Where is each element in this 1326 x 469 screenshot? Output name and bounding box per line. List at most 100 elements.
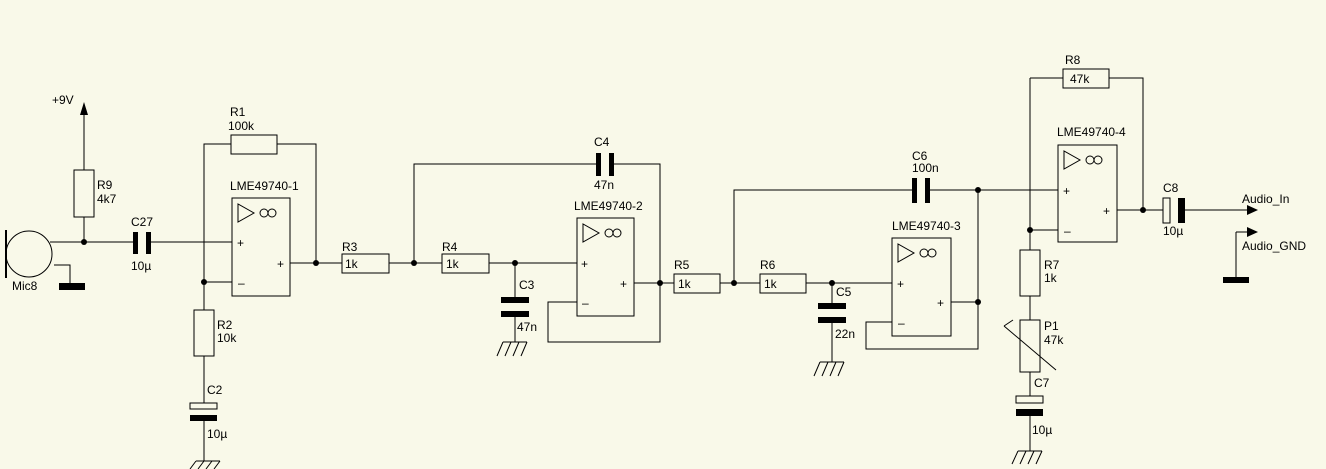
capacitor-c2: C2 10µ <box>189 383 227 441</box>
potentiometer-name: P1 <box>1044 319 1059 333</box>
output-signal-label: Audio_In <box>1242 192 1289 206</box>
opamp-plus: + <box>237 236 244 250</box>
resistor-r7: R7 1k <box>1019 249 1060 297</box>
junction <box>975 187 981 193</box>
opamp-name: LME49740-2 <box>574 199 643 213</box>
ground-icon <box>189 460 221 469</box>
opamp-plus: + <box>1063 184 1070 198</box>
resistor-value: 47k <box>1070 72 1090 86</box>
junction <box>1140 207 1146 213</box>
resistor-r3: R3 1k <box>341 240 390 274</box>
capacitor-name: C8 <box>1163 181 1179 195</box>
junction <box>313 260 319 266</box>
power-label: +9V <box>52 93 74 107</box>
resistor-value: 1k <box>446 257 460 271</box>
opamp-name: LME49740-4 <box>1057 125 1126 139</box>
junction <box>975 299 981 305</box>
opamp-minus: – <box>582 296 589 310</box>
opamp-name: LME49740-3 <box>892 219 961 233</box>
resistor-r8: R8 47k <box>1062 53 1110 89</box>
capacitor-name: C7 <box>1034 376 1050 390</box>
resistor-r4: R4 1k <box>441 240 490 274</box>
resistor-r5: R5 1k <box>673 258 721 294</box>
opamp-u1: LME49740-1 + – + <box>230 179 299 297</box>
capacitor-value: 22n <box>835 327 855 341</box>
output-ground-label: Audio_GND <box>1242 239 1306 253</box>
capacitor-name: C3 <box>519 278 535 292</box>
resistor-name: R5 <box>674 258 690 272</box>
resistor-value: 10k <box>217 331 237 345</box>
junctions <box>81 187 1146 305</box>
capacitor-value: 47n <box>594 178 614 192</box>
capacitor-value: 10µ <box>131 259 151 273</box>
resistor-r6: R6 1k <box>759 258 807 294</box>
junction <box>1027 227 1033 233</box>
resistor-r9: R9 4k7 <box>73 169 117 218</box>
opamp-u4: LME49740-4 + – + <box>1057 125 1126 243</box>
capacitor-value: 100n <box>912 161 939 175</box>
capacitor-name: C5 <box>836 285 852 299</box>
opamp-u2: LME49740-2 + – + <box>574 199 643 317</box>
output-connectors: Audio_In Audio_GND <box>1242 192 1306 253</box>
capacitor-name: C27 <box>131 215 153 229</box>
potentiometer-p1: P1 47k <box>1003 319 1064 373</box>
junction <box>81 239 87 245</box>
microphone: Mic8 <box>5 230 53 293</box>
resistor-r1: R1 100k <box>228 105 278 155</box>
capacitor-value: 10µ <box>207 427 227 441</box>
opamp-u3: LME49740-3 + – + <box>891 219 961 337</box>
resistor-name: R9 <box>97 178 113 192</box>
capacitor-c4: C4 47n <box>594 135 614 192</box>
resistor-value: 100k <box>228 119 255 133</box>
capacitor-c7: C7 10µ <box>1015 376 1052 437</box>
resistor-name: R6 <box>760 258 776 272</box>
resistor-name: R8 <box>1065 53 1081 67</box>
capacitor-c27: C27 10µ <box>131 215 153 273</box>
opamp-out: + <box>277 257 284 271</box>
opamp-minus: – <box>238 276 245 290</box>
capacitor-value: 10µ <box>1032 423 1052 437</box>
resistor-value: 1k <box>345 257 359 271</box>
opamp-plus: + <box>897 277 904 291</box>
junction <box>657 280 663 286</box>
capacitor-c5: C5 22n <box>818 285 855 341</box>
resistor-value: 4k7 <box>97 192 117 206</box>
capacitor-name: C6 <box>912 149 928 163</box>
capacitor-value: 10µ <box>1163 224 1183 238</box>
resistor-name: R1 <box>230 105 246 119</box>
opamp-out: + <box>620 277 627 291</box>
potentiometer-value: 47k <box>1044 333 1064 347</box>
opamp-out: + <box>937 296 944 310</box>
resistor-name: R7 <box>1044 258 1060 272</box>
resistor-r2: R2 10k <box>193 309 237 357</box>
junction <box>411 260 417 266</box>
arrow-right-icon <box>1247 205 1258 215</box>
power-supply: +9V <box>52 93 88 115</box>
opamp-minus: – <box>1064 224 1071 238</box>
junction <box>512 260 518 266</box>
junction <box>731 280 737 286</box>
arrow-right-icon <box>1247 227 1258 237</box>
resistor-name: R2 <box>217 318 233 332</box>
capacitor-c6: C6 100n <box>912 149 939 203</box>
capacitor-value: 47n <box>517 320 537 334</box>
resistor-name: R3 <box>342 240 358 254</box>
opamp-plus: + <box>581 257 588 271</box>
capacitor-c8: C8 10µ <box>1162 181 1185 238</box>
grounds <box>59 277 1249 469</box>
opamp-minus: – <box>898 316 905 330</box>
resistor-value: 1k <box>678 277 692 291</box>
ground-icon <box>1011 450 1043 465</box>
capacitor-c3: C3 47n <box>501 278 537 334</box>
arrow-up-icon <box>80 102 88 115</box>
ground-icon <box>813 361 845 377</box>
junction <box>829 280 835 286</box>
resistor-value: 1k <box>764 277 778 291</box>
ground-icon <box>1223 277 1249 283</box>
opamp-name: LME49740-1 <box>230 179 299 193</box>
capacitor-name: C4 <box>594 135 610 149</box>
resistor-value: 1k <box>1044 271 1058 285</box>
capacitor-name: C2 <box>207 383 223 397</box>
ground-icon <box>59 283 85 290</box>
ground-icon <box>496 341 528 357</box>
